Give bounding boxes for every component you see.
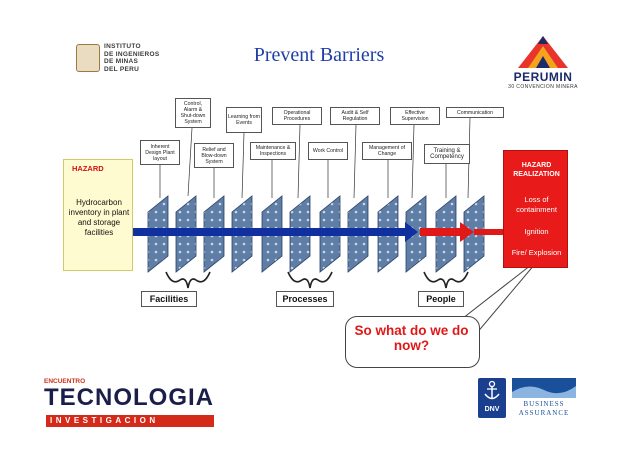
barrier-label-audit: Audit & Self Regulation	[330, 107, 380, 125]
iim-logo: INSTITUTO DE INGENIEROS DE MINAS DEL PER…	[72, 40, 162, 76]
realization-item: Loss of containment	[516, 195, 557, 214]
iim-logo-line: DE MINAS	[104, 58, 139, 65]
callout-text: So what do we do now?	[354, 323, 469, 353]
dnv-logo: DNV	[478, 378, 506, 418]
group-label-processes: Processes	[276, 291, 334, 307]
iim-seal-icon	[76, 44, 100, 72]
perumin-name: PERUMIN	[513, 70, 573, 84]
top-label-pointers	[159, 117, 471, 199]
realization-item: Fire/ Explosion	[511, 248, 562, 257]
hazard-description: Hydrocarbon inventory in plant and stora…	[68, 198, 130, 237]
barrier-label-procedures: Operational Procedures	[272, 107, 322, 125]
group-braces	[165, 271, 469, 289]
barrier-label-learning: Learning from Events	[226, 107, 262, 133]
tecnologia-top: ENCUENTRO	[44, 378, 86, 385]
perumin-logo: PERUMIN 30 CONVENCION MINERA	[498, 30, 588, 90]
perumin-subtitle: 30 CONVENCION MINERA	[508, 84, 578, 90]
iim-logo-line: DEL PERU	[104, 65, 140, 73]
brace-facilities	[165, 271, 211, 289]
iim-logo-line: INSTITUTO	[104, 43, 141, 50]
realization-item: Ignition	[524, 227, 549, 236]
hazard-realization-box: HAZARD REALIZATION Loss of containment I…	[503, 150, 568, 268]
perumin-mountain-icon	[518, 36, 568, 68]
tecnologia-sub: INVESTIGACION	[46, 415, 214, 427]
page-title: Prevent Barriers	[253, 44, 385, 66]
barrier-label-change: Management of Change	[362, 142, 412, 160]
barrier-label-communication: Communication	[446, 107, 504, 118]
assurance-label: ASSURANCE	[518, 409, 570, 417]
tecnologia-logo: ENCUENTRO TECNOLOGIA INVESTIGACION	[44, 378, 219, 438]
group-label-people: People	[418, 291, 464, 307]
dnv-label: DNV	[484, 406, 500, 413]
realization-heading: HAZARD REALIZATION	[513, 162, 560, 178]
barrier-label-relief: Relief and Blow-down System	[194, 143, 234, 168]
iim-logo-line: DE INGENIEROS	[104, 50, 160, 58]
tecnologia-main: TECNOLOGIA	[44, 384, 214, 411]
business-label: BUSINESS	[523, 400, 565, 408]
barrier-label-supervision: Effective Supervision	[390, 107, 440, 125]
barrier-label-maintenance: Maintenance & Inspections	[250, 142, 296, 160]
hazard-flow-arrow	[133, 222, 503, 242]
hazard-heading: HAZARD	[72, 164, 104, 173]
callout-bubble: So what do we do now?	[345, 316, 480, 368]
barrier-label-work-control: Work Control	[308, 142, 348, 160]
wave-icon	[512, 378, 576, 398]
barrier-label-design: Inherent Design Plant layout	[140, 140, 180, 165]
group-label-facilities: Facilities	[141, 291, 197, 307]
hazard-box: HAZARD Hydrocarbon inventory in plant an…	[63, 159, 133, 271]
barrier-label-training: Training & Competency	[424, 144, 470, 164]
anchor-icon	[484, 380, 500, 400]
barrier-label-shutdown: Control, Alarm & Shut-down System	[175, 98, 211, 128]
business-assurance-logo: BUSINESS ASSURANCE	[512, 378, 576, 422]
brace-processes	[287, 271, 333, 289]
barrier-plate	[405, 195, 427, 273]
brace-people	[423, 271, 469, 289]
